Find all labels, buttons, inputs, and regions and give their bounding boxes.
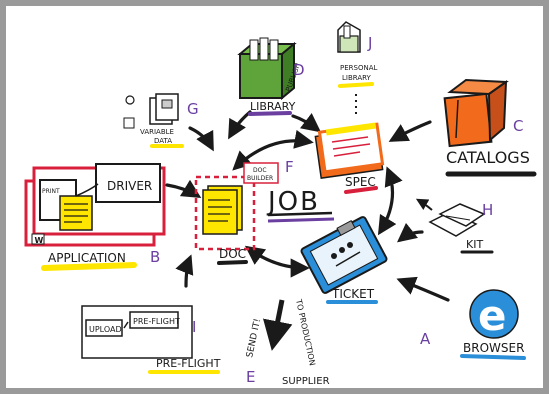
letter-f: F [285, 158, 294, 176]
letter-d: D [293, 61, 305, 79]
preflight-node [81, 305, 220, 374]
doc-builder-box [243, 162, 279, 184]
preflight-box-label: PRE-FLIGHT [133, 317, 180, 326]
personal-library-line2: LIBRARY [342, 74, 372, 82]
ticket-paper [309, 224, 379, 286]
preflight-label: PRE-FLIGHT [156, 357, 221, 370]
doc-node [194, 162, 279, 265]
upload-label: UPLOAD [89, 325, 122, 334]
arrow-application-to-doc [165, 179, 202, 199]
spec-node [314, 122, 385, 194]
catalogs-label: CATALOGS [446, 148, 530, 167]
library-node [237, 37, 297, 116]
doc-builder-line2: BUILDER [247, 175, 273, 182]
application-node: W [24, 163, 166, 271]
preflight-box [129, 311, 179, 329]
variable-data-node [123, 93, 184, 148]
browser-label: BROWSER [463, 341, 524, 355]
application-label: APPLICATION [48, 251, 126, 265]
letter-i: I [192, 318, 196, 336]
arrow-ticket-to-supplier [262, 299, 293, 351]
driver-box [95, 163, 161, 203]
letter-e: E [246, 368, 255, 386]
print-label: PRINT [42, 188, 60, 195]
job-title: JOB [266, 187, 320, 217]
arrow-library-to-doc [228, 110, 252, 140]
driver-label: DRIVER [107, 179, 152, 193]
catalogs-node [443, 78, 537, 177]
kit-node [428, 203, 494, 254]
arrow-preflight-to-doc [175, 254, 194, 288]
arrow-doc-spec [232, 129, 314, 171]
arrow-browser-to-ticket [396, 276, 450, 302]
print-doc-sticky [59, 195, 93, 231]
spec-label: SPEC [345, 175, 376, 189]
letter-g: G [187, 100, 199, 118]
word-app-icon [31, 233, 45, 245]
arrow-catalogs-to-spec [388, 120, 432, 142]
letter-b: B [150, 248, 160, 266]
letter-c: C [513, 117, 523, 135]
upload-box [85, 319, 123, 337]
catalog-book [443, 92, 493, 148]
doc-page-front [202, 189, 238, 235]
supplier-label: SUPPLIER [282, 376, 330, 387]
doc-frame [194, 175, 256, 251]
arrow-spec-ticket [377, 166, 403, 236]
library-label: LIBRARY [250, 100, 296, 113]
arrow-publish-to-spec [291, 113, 322, 133]
doc-builder-line1: DOC [253, 167, 267, 174]
send-it-label: SEND IT! [245, 318, 263, 359]
browser-icon-glyph: e [478, 291, 507, 340]
arrow-g-to-doc [188, 126, 214, 152]
personal-library-node [337, 21, 374, 88]
arrow-kit-to-ticket [397, 222, 424, 243]
personal-library-line1: PERSONAL [340, 64, 377, 72]
library-binder [239, 53, 283, 99]
ticket-node [300, 216, 388, 304]
job-node [267, 211, 335, 223]
letter-a: A [420, 330, 431, 348]
ticket-label: TICKET [331, 287, 375, 301]
letter-j: J [367, 34, 372, 52]
letter-h: H [482, 201, 493, 219]
to-production-label: TO PRODUCTION [294, 298, 317, 367]
browser-icon [469, 289, 519, 339]
arrow-kit-small [415, 198, 433, 211]
arrow-doc-ticket [244, 245, 310, 278]
variable-data-line2: DATA [154, 137, 172, 145]
browser-node [460, 289, 526, 360]
kit-label: KIT [466, 238, 483, 251]
variable-data-line1: VARIABLE [140, 128, 174, 136]
word-app-icon-letter: W [35, 236, 44, 245]
doc-label: DOC [219, 247, 246, 261]
